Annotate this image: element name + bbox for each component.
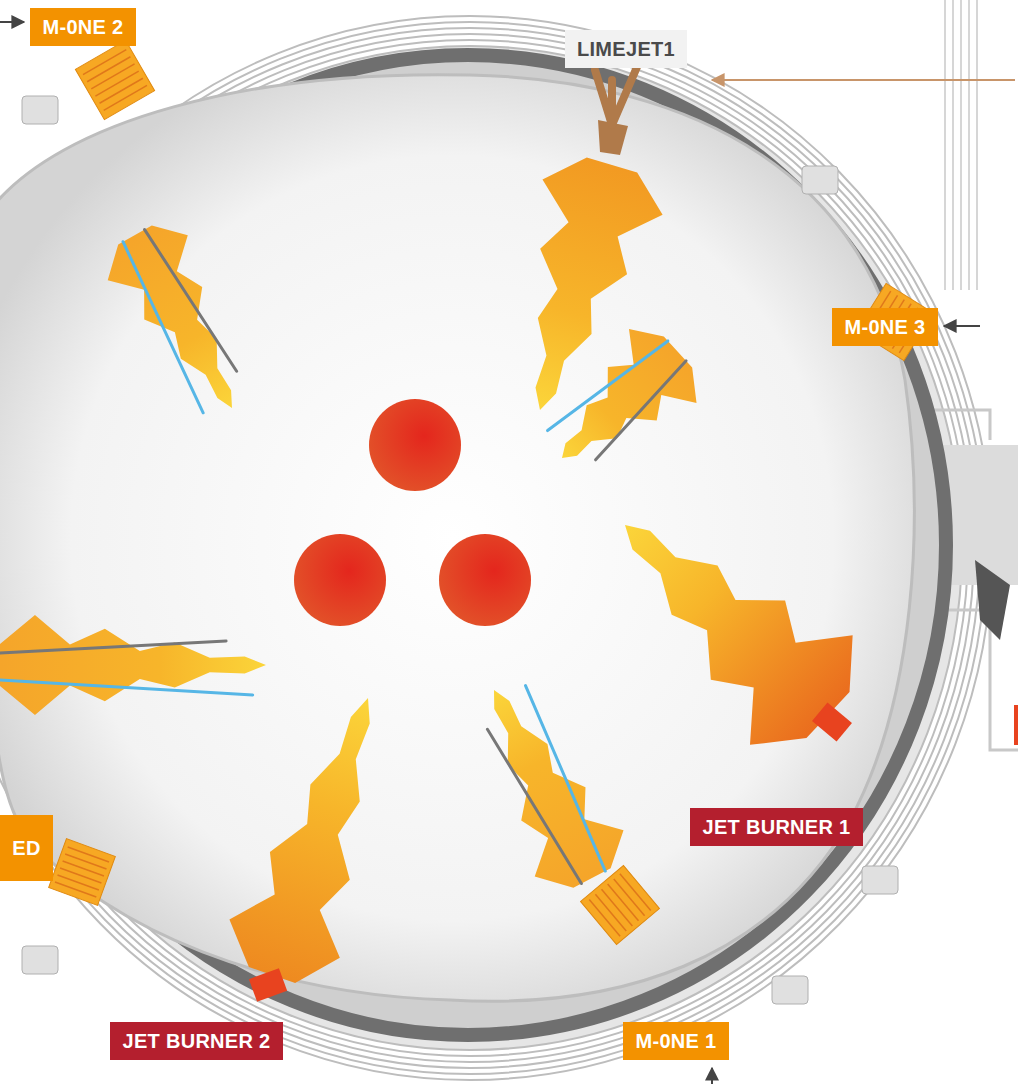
flame [0,615,266,715]
electrode [294,534,386,626]
burner-label: JET BURNER 1 [690,808,863,846]
burner-nozzle [249,968,287,1001]
injector-block [581,866,660,945]
node-label: M-0NE 2 [42,17,123,37]
node-label: ED [12,838,40,858]
burner-nozzle [812,703,852,742]
lance-label: LIMEJET1 [565,30,687,68]
injector-label: M-0NE 2 [30,8,136,46]
node-label: JET BURNER 1 [702,817,850,837]
flame [548,329,697,460]
injector-label: M-0NE 3 [832,308,938,346]
flame [625,525,853,745]
injector-label: ED [0,815,53,881]
injector-label: M-0NE 1 [623,1022,729,1060]
node-label: M-0NE 1 [635,1031,716,1051]
node-label: M-0NE 3 [844,317,925,337]
flame [487,686,623,888]
injector-block [49,839,116,906]
electrode [439,534,531,626]
node-label: LIMEJET1 [577,39,675,59]
injector-block [75,40,154,119]
flame [108,226,237,413]
burner-label: JET BURNER 2 [110,1022,283,1060]
electrode [369,399,461,491]
flame [229,698,369,983]
node-label: JET BURNER 2 [122,1031,270,1051]
